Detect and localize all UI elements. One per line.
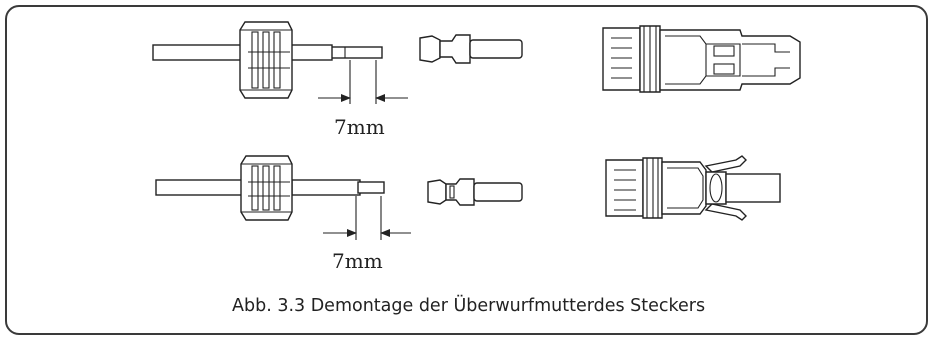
figure-caption: Abb. 3.3 Demontage der Überwurfmutterdes…	[232, 296, 706, 316]
dimension-label-bottom: 7mm	[332, 249, 383, 273]
top-crimp-contact	[419, 34, 523, 64]
dimension-label-top: 7mm	[334, 115, 385, 139]
bottom-assembled-connector	[605, 155, 781, 221]
bottom-cable-with-nut	[155, 155, 385, 221]
top-dimension-marker	[318, 60, 408, 104]
top-cable-with-nut	[152, 21, 383, 99]
bottom-dimension-marker	[323, 196, 411, 240]
top-assembled-connector	[602, 25, 801, 93]
bottom-crimp-contact	[427, 178, 523, 206]
